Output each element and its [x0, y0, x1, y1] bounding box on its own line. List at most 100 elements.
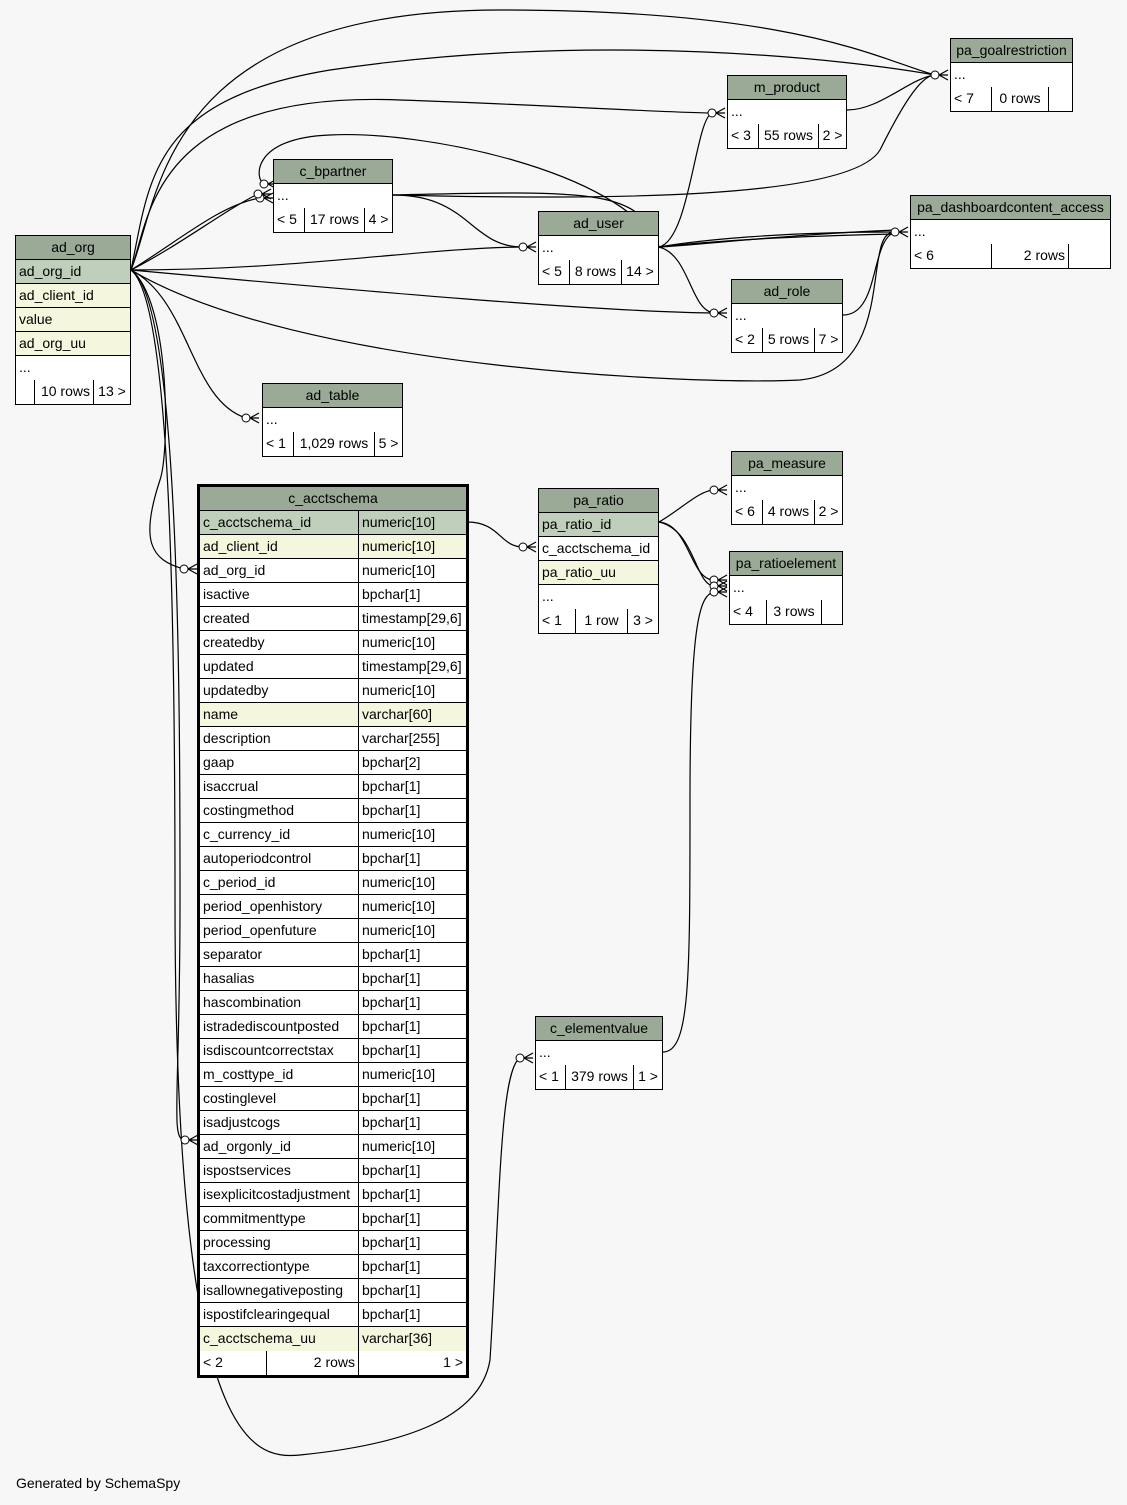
children-link[interactable]: 3 > — [627, 609, 658, 633]
table-c-elementvalue[interactable]: c_elementvalue ... < 1 379 rows 1 > — [535, 1016, 663, 1090]
children-link[interactable]: 2 > — [818, 124, 846, 148]
children-link[interactable]: 14 > — [621, 260, 658, 284]
parents-link[interactable]: < 2 — [735, 331, 755, 347]
table-pa-dashboardcontent-access[interactable]: pa_dashboardcontent_access ... < 6 2 row… — [910, 195, 1111, 269]
table-header[interactable]: c_bpartner — [274, 160, 392, 184]
table-pa-measure[interactable]: pa_measure ... < 6 4 rows 2 > — [731, 451, 843, 525]
table-pa-ratioelement[interactable]: pa_ratioelement ... < 4 3 rows — [729, 551, 843, 625]
column-row[interactable]: pa_ratio_uu — [539, 561, 658, 585]
column-row[interactable]: ... — [728, 100, 846, 124]
table-header[interactable]: pa_goalrestriction — [951, 39, 1072, 63]
children-link[interactable]: 13 > — [93, 380, 130, 404]
column-row[interactable]: pa_ratio_id — [539, 513, 658, 537]
table-header[interactable]: ad_table — [263, 384, 402, 408]
table-header[interactable]: m_product — [728, 76, 846, 100]
table-header[interactable]: pa_ratio — [539, 489, 658, 513]
table-header[interactable]: c_elementvalue — [536, 1017, 662, 1041]
column-row[interactable]: ... — [274, 184, 392, 208]
table-header[interactable]: pa_ratioelement — [730, 552, 842, 576]
table-header[interactable]: pa_dashboardcontent_access — [911, 196, 1110, 220]
children-link[interactable]: 7 > — [814, 328, 842, 352]
column-row[interactable]: ... — [539, 236, 658, 260]
table-header[interactable]: pa_measure — [732, 452, 842, 476]
column-row[interactable]: value — [16, 308, 130, 332]
parents-link[interactable]: < 5 — [542, 263, 562, 279]
column-row[interactable]: ... — [536, 1041, 662, 1065]
table-pa-goalrestriction[interactable]: pa_goalrestriction ... < 7 0 rows — [950, 38, 1073, 112]
children-link[interactable]: 5 > — [374, 432, 402, 456]
column-row[interactable]: c_acctschema_id — [539, 537, 658, 561]
table-header[interactable]: ad_org — [16, 236, 130, 260]
table-header[interactable]: c_acctschema — [200, 487, 466, 511]
column-row[interactable]: ad_client_id — [16, 284, 130, 308]
parents-link[interactable]: < 1 — [539, 1068, 559, 1084]
table-ad-user[interactable]: ad_user ... < 5 8 rows 14 > — [538, 211, 659, 285]
children-link[interactable] — [1048, 87, 1072, 111]
children-link[interactable] — [821, 600, 842, 624]
parents-link[interactable]: < 6 — [735, 503, 755, 519]
parents-link[interactable]: < 1 — [266, 435, 286, 451]
children-link[interactable]: 4 > — [364, 208, 392, 232]
column-row[interactable]: ... — [539, 585, 658, 609]
table-header[interactable]: ad_user — [539, 212, 658, 236]
parents-link[interactable]: < 5 — [277, 211, 297, 227]
parents-link[interactable] — [16, 380, 34, 404]
table-m-product[interactable]: m_product ... < 3 55 rows 2 > — [727, 75, 847, 149]
table-c-bpartner[interactable]: c_bpartner ... < 5 17 rows 4 > — [273, 159, 393, 233]
column-row[interactable]: ... — [263, 408, 402, 432]
column-row[interactable]: ... — [732, 476, 842, 500]
table-ad-table[interactable]: ad_table ... < 1 1,029 rows 5 > — [262, 383, 403, 457]
children-link[interactable] — [1068, 244, 1110, 268]
column-row[interactable]: ... — [951, 63, 1072, 87]
parents-link[interactable]: < 2 — [203, 1354, 223, 1370]
column-row[interactable]: ... — [911, 220, 1110, 244]
column-row[interactable]: ad_org_id — [16, 260, 130, 284]
parents-link[interactable]: < 4 — [733, 603, 753, 619]
column-row[interactable]: ad_org_uu — [16, 332, 130, 356]
table-ad-role[interactable]: ad_role ... < 2 5 rows 7 > — [731, 279, 843, 353]
parents-link[interactable]: < 7 — [954, 90, 974, 106]
column-row[interactable]: ... — [16, 356, 130, 380]
parents-link[interactable]: < 6 — [914, 247, 934, 263]
children-link[interactable]: 1 > — [633, 1065, 662, 1089]
table-header[interactable]: ad_role — [732, 280, 842, 304]
parents-link[interactable]: < 1 — [542, 612, 562, 628]
children-link[interactable]: 2 > — [814, 500, 842, 524]
column-row[interactable]: ... — [730, 576, 842, 600]
